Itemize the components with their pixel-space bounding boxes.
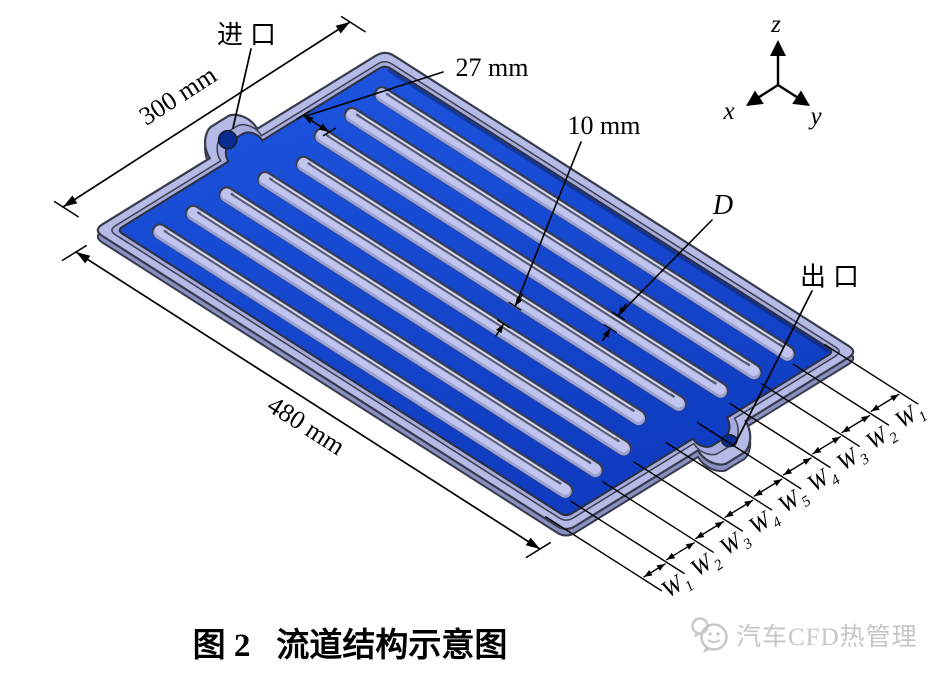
dim-480mm-tick (525, 541, 551, 559)
dim-480mm-tick (61, 244, 87, 262)
arrowhead (618, 306, 626, 316)
arrowhead (831, 436, 841, 444)
channel-rib (257, 171, 647, 426)
arrowhead (335, 22, 350, 34)
arrowhead (602, 328, 611, 338)
arrowhead (644, 570, 653, 577)
channel-rib (185, 204, 604, 478)
figure-number: 图 2 (192, 628, 251, 664)
channel-width-label: W5 (774, 481, 815, 522)
channel-rib (295, 155, 687, 412)
arrowhead (695, 531, 705, 539)
channel-rib (151, 223, 574, 499)
dim-27mm-leader (304, 71, 444, 118)
dim-D-tick (603, 324, 617, 333)
arrowhead (525, 537, 540, 549)
channel-width-label: W1 (891, 397, 931, 438)
arrowhead (871, 404, 880, 412)
arrowhead (744, 500, 753, 508)
axis-x-arrow (746, 90, 764, 106)
arrowhead (514, 297, 523, 307)
width-extension-line (697, 422, 802, 490)
channel-width-label: W3 (715, 524, 755, 565)
channel-pocket (118, 65, 833, 517)
width-extension-line (633, 461, 744, 532)
dim-D-leader (618, 219, 713, 316)
dim-10mm-leader (515, 141, 582, 306)
dim-27mm-tick (296, 110, 310, 120)
arrowhead (496, 324, 504, 334)
arrowhead (861, 415, 870, 423)
watermark-text: 汽车CFD热管理 (736, 624, 918, 651)
pocket-inner-shadow (387, 69, 829, 352)
arrowhead (319, 123, 330, 132)
arrowhead (890, 394, 899, 402)
dim-300mm-tick (53, 200, 79, 218)
width-extension-line (665, 441, 773, 511)
arrowhead (685, 542, 695, 550)
dim-300mm-line (62, 21, 351, 208)
arrowhead (725, 510, 734, 518)
axis-y-arrow (792, 90, 810, 106)
width-extension-line (760, 383, 860, 447)
arrowhead (656, 564, 665, 571)
dim-480mm-line (75, 251, 541, 550)
arrowhead (666, 552, 676, 560)
channel-rib (313, 127, 729, 398)
channel-width-label: W4 (803, 460, 844, 501)
figure-title: 流道结构示意图 (276, 628, 508, 664)
dim-10mm-tick (508, 301, 522, 311)
channel-width-label: W2 (686, 545, 727, 586)
arrowhead (714, 521, 724, 529)
dim-300mm-tick (340, 15, 366, 33)
inlet-hole (217, 129, 238, 150)
channel-width-label: W3 (832, 439, 872, 480)
arrowhead (63, 195, 78, 207)
dim-10mm-tick (497, 319, 511, 329)
inlet-leader (232, 48, 252, 129)
width-extension-line (570, 500, 685, 575)
arrowhead (802, 458, 811, 465)
channel-rib (374, 86, 796, 361)
arrowhead (754, 489, 763, 497)
channel-rib (343, 106, 762, 380)
axis-z-arrow (770, 40, 786, 56)
width-extension-line (602, 481, 714, 553)
figure-caption: 图 2 流道结构示意图 (0, 618, 700, 666)
channel-width-label: W1 (657, 566, 697, 607)
arrowhead (783, 468, 792, 475)
watermark: 汽车CFD热管理 (688, 613, 918, 657)
wechat-bubbles-logo (691, 617, 728, 653)
width-extension-line (545, 516, 662, 592)
arrowhead (842, 425, 851, 433)
arrowhead (773, 479, 782, 487)
arrowhead (812, 446, 822, 454)
outlet-leader (733, 290, 813, 447)
width-extension-line (729, 402, 831, 469)
arrowhead (76, 252, 91, 264)
dim-27mm-tick (322, 127, 336, 137)
arrowhead (303, 115, 314, 124)
channel-width-label: W2 (862, 418, 903, 459)
width-extension-line (792, 363, 890, 426)
channel-width-label: W4 (745, 502, 786, 543)
dim-D-tick (611, 311, 625, 321)
channel-rib (218, 186, 632, 456)
width-extension-line (824, 344, 919, 405)
